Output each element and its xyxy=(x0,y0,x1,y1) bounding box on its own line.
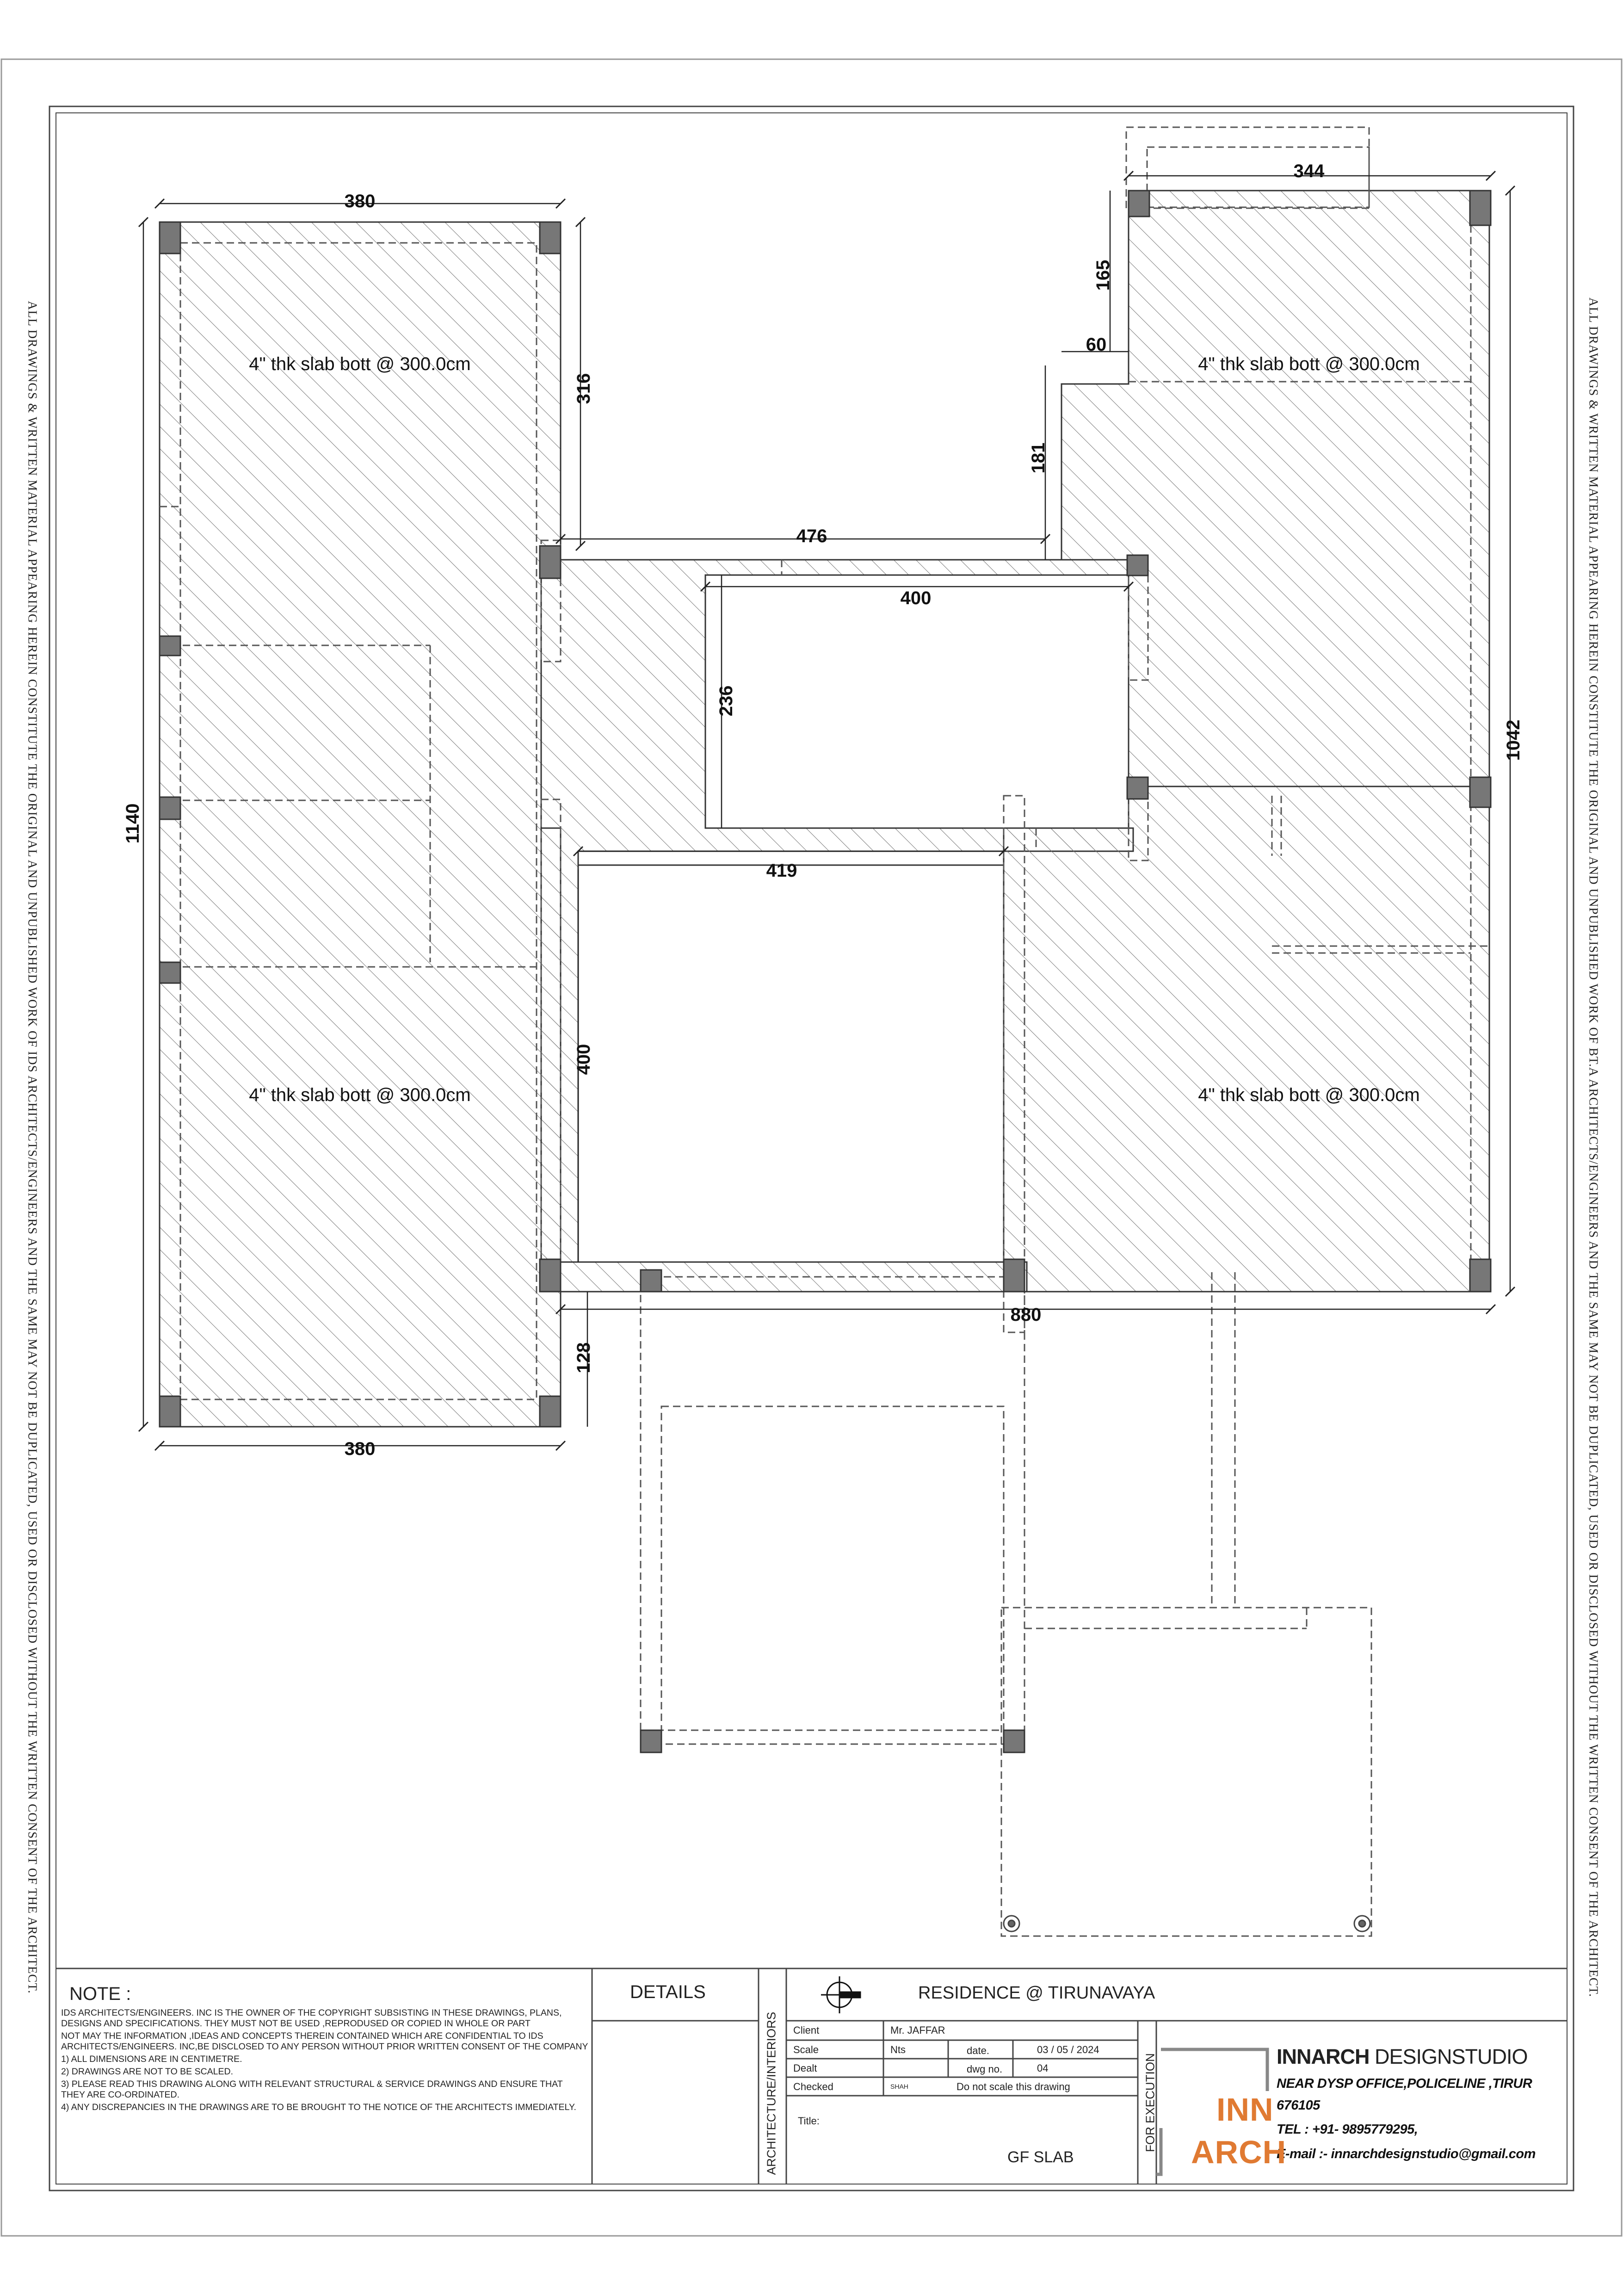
column xyxy=(159,635,181,656)
client-value: Mr. JAFFAR xyxy=(890,2024,945,2036)
checked-value: SHAH xyxy=(890,2083,908,2090)
studio-address: NEAR DYSP OFFICE,POLICELINE ,TIRUR xyxy=(1277,2076,1532,2091)
note-line: 2) DRAWINGS ARE NOT TO BE SCALED. xyxy=(61,2067,234,2077)
date-value: 03 / 05 / 2024 xyxy=(1037,2044,1099,2055)
no-scale-note: Do not scale this drawing xyxy=(957,2081,1070,2092)
court-lower-opening xyxy=(577,864,1005,1263)
slab-left-block xyxy=(159,221,562,1428)
dealt-label: Dealt xyxy=(793,2062,817,2074)
logo-mark xyxy=(1156,2048,1269,2176)
column xyxy=(1469,1258,1492,1293)
column xyxy=(159,1395,181,1428)
side-disclaimer-right: ALL DRAWINGS & WRITTEN MATERIAL APPEARIN… xyxy=(1586,297,1601,1998)
dwg-label: dwg no. xyxy=(967,2063,1003,2075)
studio-email: E-mail :- innarchdesignstudio@gmail.com xyxy=(1277,2147,1536,2161)
post-markers xyxy=(1003,1915,1371,1932)
dim-overall-width: 880 xyxy=(1011,1305,1042,1325)
project-title: RESIDENCE @ TIRUNAVAYA xyxy=(918,1983,1155,2003)
north-symbol-icon xyxy=(821,1976,861,2013)
dim-step-width: 60 xyxy=(1086,334,1107,355)
column xyxy=(539,1395,562,1428)
scale-value: Nts xyxy=(890,2044,906,2055)
column xyxy=(539,221,562,254)
column xyxy=(1003,1729,1025,1753)
logo-inn: INN xyxy=(1216,2092,1274,2128)
dim-left-height: 1140 xyxy=(123,804,143,844)
side-disclaimer-left: ALL DRAWINGS & WRITTEN MATERIAL APPEARIN… xyxy=(25,301,40,1994)
dimension-lines xyxy=(142,175,1511,1447)
dim-court-low-height: 400 xyxy=(574,1044,594,1075)
dim-court-top-width: 400 xyxy=(901,588,932,608)
column xyxy=(539,545,562,579)
note-line: 3) PLEASE READ THIS DRAWING ALONG WITH R… xyxy=(61,2079,563,2100)
slab-label-top-left: 4" thk slab bott @ 300.0cm xyxy=(249,354,471,374)
column xyxy=(1469,776,1492,808)
frame-inner-border xyxy=(56,112,1567,2185)
column xyxy=(1126,776,1149,800)
column xyxy=(159,796,181,820)
title-label: Title: xyxy=(798,2115,820,2127)
column xyxy=(539,1258,562,1293)
column-group xyxy=(159,190,1492,1753)
studio-name: INNARCH DESIGNSTUDIO xyxy=(1277,2045,1528,2069)
column xyxy=(1469,190,1492,226)
note-body: IDS ARCHITECTS/ENGINEERS. INC IS THE OWN… xyxy=(61,2008,588,2115)
note-line: NOT MAY THE INFORMATION ,IDEAS AND CONCE… xyxy=(61,2031,588,2052)
slab-hatch-group xyxy=(159,190,1490,1428)
dimension-ticks xyxy=(138,170,1516,1451)
slab-label-bottom-left: 4" thk slab bott @ 300.0cm xyxy=(249,1085,471,1105)
dwg-value: 04 xyxy=(1037,2062,1049,2074)
dim-link-width: 476 xyxy=(796,526,827,546)
studio-pin: 676105 xyxy=(1277,2098,1320,2113)
frame-border xyxy=(49,105,1574,2191)
discipline-label: ARCHITECTURE/INTERIORS xyxy=(764,2011,778,2175)
logo-arch: ARCH xyxy=(1191,2134,1287,2170)
studio-name-bold: INNARCH xyxy=(1277,2045,1370,2068)
dim-right-height: 1042 xyxy=(1503,720,1524,761)
date-label: date. xyxy=(967,2045,989,2056)
column xyxy=(159,961,181,984)
note-title: NOTE : xyxy=(69,1984,131,2004)
outer-border xyxy=(0,58,1623,2237)
dim-court-mid-width: 419 xyxy=(766,860,797,881)
note-line: IDS ARCHITECTS/ENGINEERS. INC IS THE OWN… xyxy=(61,2008,562,2029)
execution-label: FOR EXECUTION xyxy=(1143,2053,1157,2152)
column xyxy=(640,1729,662,1753)
dim-wing-height: 316 xyxy=(574,373,594,404)
dim-bottom-left-width: 380 xyxy=(345,1439,376,1459)
slab-bottom-right xyxy=(1003,786,1490,1293)
scale-label: Scale xyxy=(793,2044,819,2055)
title-block-lines xyxy=(56,1968,1567,2184)
column xyxy=(159,221,181,254)
client-label: Client xyxy=(793,2024,820,2036)
dashed-beam-lines xyxy=(160,126,1489,1937)
dim-top-right-width: 344 xyxy=(1294,161,1325,181)
dim-step-height: 181 xyxy=(1028,443,1049,474)
note-line: 1) ALL DIMENSIONS ARE IN CENTIMETRE. xyxy=(61,2054,242,2064)
studio-name-thin: DESIGNSTUDIO xyxy=(1369,2045,1528,2068)
dim-court-height: 236 xyxy=(716,686,736,717)
dim-top-left-width: 380 xyxy=(345,191,376,211)
court-upper-opening xyxy=(704,574,1129,829)
column xyxy=(640,1269,662,1293)
column xyxy=(1128,190,1150,217)
details-label: DETAILS xyxy=(630,1982,706,2002)
drawing-title: GF SLAB xyxy=(1007,2148,1074,2166)
checked-label: Checked xyxy=(793,2081,833,2092)
column xyxy=(1003,1258,1025,1293)
slab-label-bottom-right: 4" thk slab bott @ 300.0cm xyxy=(1198,1085,1420,1105)
column xyxy=(1126,554,1149,576)
slab-label-top-right: 4" thk slab bott @ 300.0cm xyxy=(1198,354,1420,374)
studio-tel: TEL : +91- 9895779295, xyxy=(1277,2122,1418,2137)
dim-top-step: 165 xyxy=(1093,260,1113,291)
dim-low-offset: 128 xyxy=(574,1343,594,1374)
note-line: 4) ANY DISCREPANCIES IN THE DRAWINGS ARE… xyxy=(61,2102,576,2112)
